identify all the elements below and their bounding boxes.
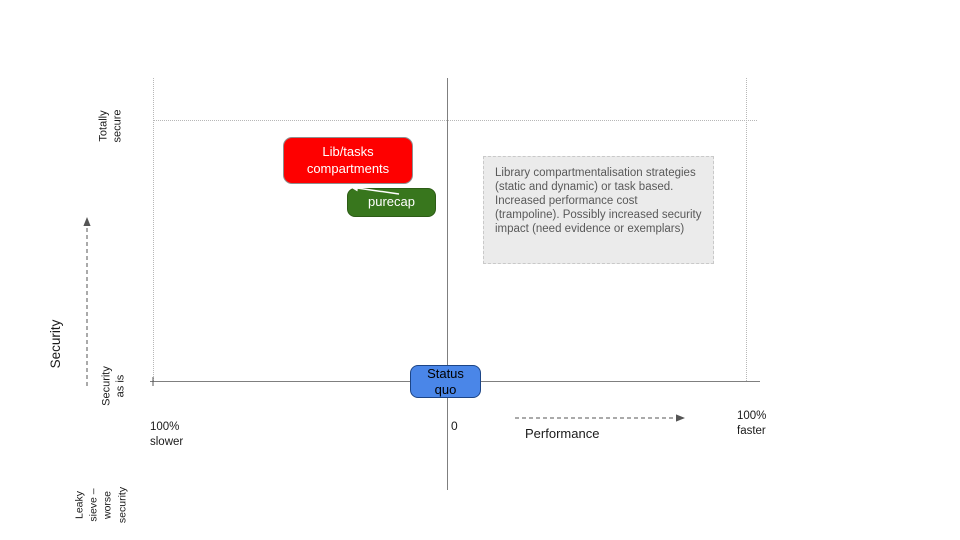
left-guide-line bbox=[153, 78, 154, 381]
x-tick-100-faster: 100% faster bbox=[737, 410, 767, 437]
node-purecap[interactable]: purecap bbox=[347, 188, 436, 217]
x-axis-label: Performance bbox=[525, 426, 600, 441]
annotation-box[interactable]: Library compartmentalisation strategies … bbox=[483, 156, 714, 264]
y-axis-line bbox=[447, 78, 448, 490]
right-guide-line bbox=[746, 78, 747, 381]
annotation-text: Library compartmentalisation strategies … bbox=[495, 167, 702, 235]
y-tick-totally-secure: Totally secure bbox=[97, 109, 124, 143]
security-direction-arrow bbox=[83, 217, 91, 386]
top-guide-line bbox=[153, 120, 757, 121]
x-tick-origin: 0 bbox=[451, 419, 458, 433]
x-tick-100-slower: 100% slower bbox=[150, 421, 184, 448]
performance-direction-arrow bbox=[515, 414, 685, 422]
y-tick-leaky-sieve: Leaky sieve – worse security bbox=[73, 486, 129, 524]
node-lib-tasks-compartments[interactable]: Lib/tasks compartments bbox=[283, 137, 413, 184]
node-status-quo[interactable]: Status quo bbox=[410, 365, 481, 398]
y-axis-label: Security bbox=[48, 319, 64, 369]
y-tick-security-as-is: Security as is bbox=[100, 366, 127, 406]
